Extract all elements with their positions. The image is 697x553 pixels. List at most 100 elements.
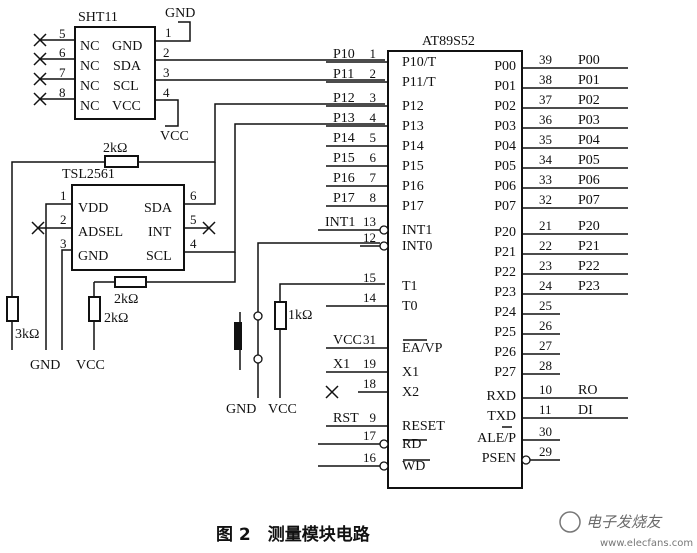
- tsl2561-resistor-top-value: 2kΩ: [103, 141, 127, 156]
- mcu-pin-label: P02: [494, 99, 516, 114]
- sht11-vcc-label: VCC: [160, 129, 189, 144]
- watermark-text: 电子发烧友: [586, 513, 663, 531]
- at89s52-chip: AT89S52 1P10P10/T2P11P11/T3P12P124P13P13…: [318, 34, 628, 489]
- sht11-pin1-label: GND: [112, 39, 142, 54]
- sht11-pin4-num: 4: [163, 85, 170, 100]
- mcu-pin-label: P00: [494, 59, 516, 74]
- mcu-pin-number: 1: [370, 46, 377, 61]
- mcu-net-label: P13: [333, 111, 355, 126]
- mcu-pin-number: 38: [539, 72, 552, 87]
- mcu-pin-number: 31: [363, 332, 376, 347]
- tsl2561-gnd-label: GND: [30, 358, 60, 373]
- mcu-pin-number: 17: [363, 428, 377, 443]
- mcu-pin-number: 25: [539, 298, 552, 313]
- mcu-pin-label: TXD: [487, 409, 516, 424]
- mcu-pin-label: P17: [402, 199, 424, 214]
- mcu-pin-label: P21: [494, 245, 516, 260]
- mcu-pin-label: P06: [494, 179, 516, 194]
- mcu-net-label: P03: [578, 113, 600, 128]
- mcu-pin-number: 4: [370, 110, 377, 125]
- sht11-gnd-label: GND: [165, 6, 195, 21]
- mcu-net-label: P17: [333, 191, 355, 206]
- sht11-pin3-label: SCL: [113, 79, 139, 94]
- reset-resistor: [274, 301, 287, 330]
- mcu-pin-bubble: [379, 241, 389, 251]
- mcu-pin-number: 9: [370, 410, 377, 425]
- mcu-net-label: P21: [578, 239, 600, 254]
- mcu-name: AT89S52: [422, 34, 475, 49]
- mcu-net-label: P02: [578, 93, 600, 108]
- switch-contact-top: [253, 311, 263, 321]
- mcu-net-label: P20: [578, 219, 600, 234]
- mcu-pin-bubble: [379, 225, 389, 235]
- sht11-pin8-num: 8: [59, 85, 66, 100]
- sht11-pin5-num: 5: [59, 26, 66, 41]
- mcu-pin-label: P27: [494, 365, 516, 380]
- mcu-pin-label: P16: [402, 179, 424, 194]
- mcu-pin-label: T1: [402, 279, 418, 294]
- tsl2561-pin3-num: 3: [60, 236, 67, 251]
- watermark: 电子发烧友 www.elecfans.com: [559, 511, 693, 549]
- mcu-pin-number: 15: [363, 270, 376, 285]
- sht11-pin5-label: NC: [80, 39, 99, 54]
- mcu-pin-label: X2: [402, 385, 419, 400]
- mcu-pin-label: P11/T: [402, 75, 436, 90]
- mcu-pin-number: 19: [363, 356, 376, 371]
- tsl2561-vcc-label: VCC: [76, 358, 105, 373]
- mcu-pin-number: 2: [370, 66, 377, 81]
- mcu-pin-label: P23: [494, 285, 516, 300]
- mcu-pin-number: 26: [539, 318, 553, 333]
- sht11-pin7-num: 7: [59, 65, 66, 80]
- mcu-pin-number: 13: [363, 214, 376, 229]
- mcu-left-pins: 1P10P10/T2P11P11/T3P12P124P13P135P14P146…: [318, 46, 445, 474]
- mcu-pin-number: 6: [370, 150, 377, 165]
- mcu-pin-number: 27: [539, 338, 553, 353]
- mcu-pin-number: 34: [539, 152, 553, 167]
- mcu-net-label: P11: [333, 67, 354, 82]
- mcu-pin-label: X1: [402, 365, 419, 380]
- tsl2561-resistor-left-value: 3kΩ: [15, 327, 39, 342]
- mcu-pin-label: RXD: [486, 389, 516, 404]
- tsl2561-pin4-num: 4: [190, 236, 197, 251]
- mcu-pin-number: 39: [539, 52, 552, 67]
- mcu-pin-label: P15: [402, 159, 424, 174]
- tsl2561-pin5-num: 5: [190, 212, 197, 227]
- mcu-net-label: X1: [333, 357, 350, 372]
- mcu-pin-label: P07: [494, 199, 516, 214]
- mcu-net-label: P07: [578, 193, 600, 208]
- sht11-pin2-label: SDA: [113, 59, 142, 74]
- tsl2561-pin1-num: 1: [60, 188, 67, 203]
- mcu-pin-number: 35: [539, 132, 552, 147]
- tsl2561-name: TSL2561: [62, 167, 115, 182]
- tsl2561-pin4-label: SCL: [146, 249, 172, 264]
- mcu-net-label: P10: [333, 47, 355, 62]
- mcu-pin-label: P26: [494, 345, 516, 360]
- mcu-pin-number: 32: [539, 192, 552, 207]
- mcu-pin-number: 28: [539, 358, 552, 373]
- switch-contact-bottom: [253, 354, 263, 364]
- tsl2561-resistor-left: [6, 296, 19, 322]
- mcu-pin-label: P12: [402, 99, 424, 114]
- mcu-pin-label: P04: [494, 139, 516, 154]
- x2-no-connect-icon: [325, 385, 339, 399]
- mcu-pin-number: 23: [539, 258, 552, 273]
- mcu-pin-label: P25: [494, 325, 516, 340]
- mcu-pin-number: 14: [363, 290, 377, 305]
- mcu-pin-label: P13: [402, 119, 424, 134]
- mcu-pin-label: INT1: [402, 223, 432, 238]
- figure-caption: 图 2 测量模块电路: [216, 524, 371, 545]
- mcu-pin-bubble: [379, 439, 389, 449]
- sht11-pin3-num: 3: [163, 65, 170, 80]
- mcu-pin-number: 37: [539, 92, 553, 107]
- sht11-pin1-num: 1: [165, 25, 172, 40]
- mcu-pin-label: T0: [402, 299, 418, 314]
- sht11-pin4-label: VCC: [112, 99, 141, 114]
- mcu-pin-number: 29: [539, 444, 552, 459]
- mcu-pin-label: ALE/P: [477, 431, 516, 446]
- mcu-pin-label: PSEN: [482, 451, 516, 466]
- mcu-net-label: P23: [578, 279, 600, 294]
- tsl2561-resistor-mid-value: 2kΩ: [114, 292, 138, 307]
- mcu-pin-label: P14: [402, 139, 424, 154]
- sht11-pin8-label: NC: [80, 99, 99, 114]
- mcu-pin-number: 16: [363, 450, 377, 465]
